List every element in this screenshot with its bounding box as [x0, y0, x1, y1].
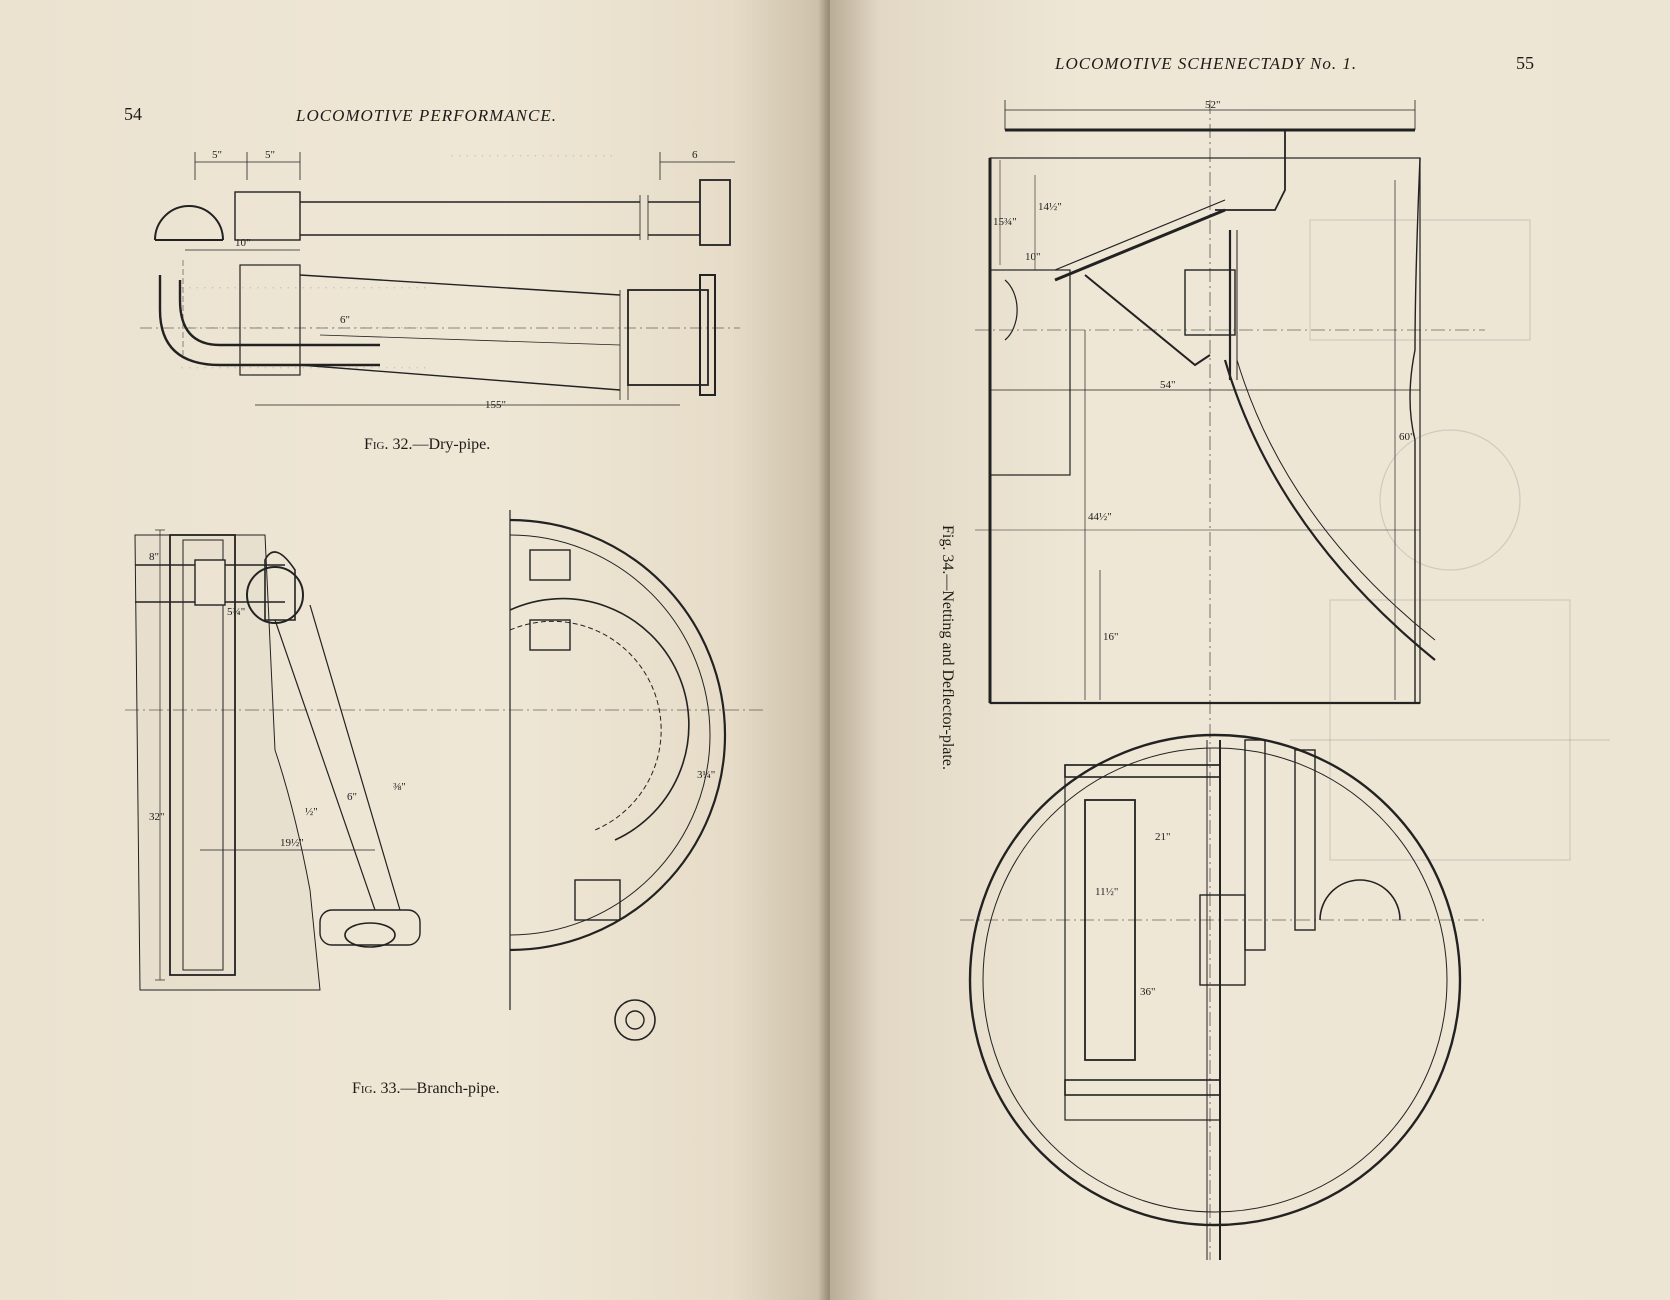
dimension-label: 11½" — [1095, 886, 1118, 898]
figure-32-drawing: 5" 5" 6 10" 6" 155" — [140, 149, 740, 411]
dimension-label: 52" — [1205, 99, 1221, 111]
dimension-label: 15¾" — [993, 216, 1017, 228]
dimension-label: 54" — [1160, 379, 1176, 391]
dimension-label: 21" — [1155, 831, 1171, 843]
show-through-drawing — [1290, 219, 1610, 861]
right-page: LOCOMOTIVE SCHENECTADY No. 1. 55 — [830, 0, 1670, 1300]
dimension-label: 16" — [1103, 631, 1119, 643]
show-through-text: · · · · · · · · · · · · · · · · · · · · … — [180, 360, 427, 375]
dimension-label: 8" — [149, 551, 159, 563]
figure-title: —Branch-pipe. — [400, 1080, 500, 1097]
dimension-label: 6" — [340, 314, 350, 326]
figure-34-caption: Fig. 34.—Netting and Deflector-plate. — [938, 525, 962, 835]
running-head-left: LOCOMOTIVE PERFORMANCE. — [296, 106, 557, 125]
page-number-left: 54 — [124, 104, 142, 124]
left-page: 54 LOCOMOTIVE PERFORMANCE. · · · · · · ·… — [0, 0, 830, 1300]
dimension-label: 3¼" — [697, 769, 715, 781]
dimension-label: 155" — [485, 399, 506, 411]
dimension-label: 6" — [347, 791, 357, 803]
dimension-label: 5" — [265, 149, 275, 161]
figure-33-caption: Fig. 33.—Branch-pipe. — [352, 1080, 500, 1098]
figure-title: —Netting and Deflector-plate. — [939, 574, 956, 770]
figure-34-drawing: 52" 15¾" 14½" 10" 54" 60" 44½" 16" 21" 1… — [960, 99, 1485, 1260]
page-number-right: 55 — [1516, 53, 1534, 73]
figure-32-caption: Fig. 32.—Dry-pipe. — [364, 436, 490, 454]
dimension-label: ⅜" — [393, 781, 406, 793]
dimension-label: 44½" — [1088, 511, 1112, 523]
figure-label: Fig. 34. — [939, 525, 956, 575]
dimension-label: 5" — [212, 149, 222, 161]
dimension-label: 36" — [1140, 986, 1156, 998]
dimension-label: 5¾" — [227, 606, 245, 618]
show-through-text: · · · · · · · · · · · · · · · · · · · · … — [450, 148, 614, 163]
figure-label: Fig. 33. — [352, 1080, 401, 1097]
figure-title: —Dry-pipe. — [412, 436, 491, 453]
figure-label: Fig. 32. — [364, 436, 413, 453]
dimension-label: 14½" — [1038, 201, 1062, 213]
dimension-label: 10" — [1025, 251, 1041, 263]
show-through-text: · · · · · · · · · · · · · · · · · · · · … — [180, 280, 427, 295]
dimension-label: 19½" — [280, 837, 304, 849]
figure-33-drawing: 8" 5¾" 32" 19½" 6" ⅜" ½" 3¼" — [125, 510, 765, 1041]
show-through-text: · · · · · · · · · · · · · · · · · · · · … — [180, 320, 427, 335]
dimension-label: 6 — [692, 149, 698, 161]
dimension-label: 10" — [235, 237, 251, 249]
dimension-label: 60" — [1399, 431, 1415, 443]
dimension-label: 32" — [149, 811, 165, 823]
dimension-label: ½" — [305, 806, 318, 818]
running-head-right: LOCOMOTIVE SCHENECTADY No. 1. — [1055, 54, 1358, 73]
